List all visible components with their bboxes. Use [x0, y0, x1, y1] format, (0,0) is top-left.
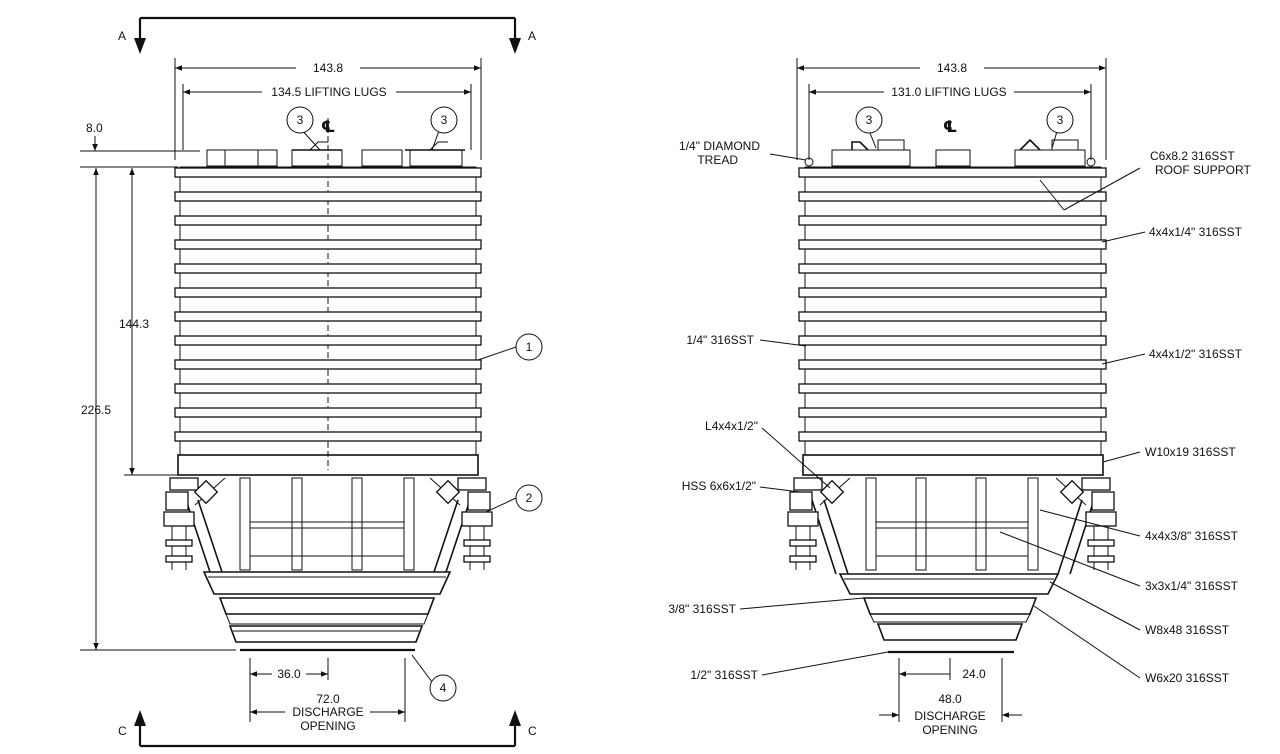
label-angle: L4x4x1/2": [705, 419, 758, 433]
callout-bubble-3b: [430, 106, 458, 134]
stiffener-band: [798, 383, 1107, 394]
label-ring-beam-lower: W6x20 316SST: [1145, 671, 1230, 685]
left-centerline-symbol: ℄: [321, 119, 335, 136]
stiffener-band: [174, 407, 482, 418]
left-top-offset-label: 8.0: [86, 121, 103, 135]
left-body-height-label: 144.3: [119, 317, 149, 331]
left-half-opening-label: 36.0: [277, 667, 301, 681]
right-bracket-detail: [787, 477, 1117, 570]
section-line-bottom: [134, 710, 521, 748]
label-beam: W10x19 316SST: [1145, 445, 1236, 459]
callout-right-3b-label: 3: [1057, 113, 1064, 127]
callout-1-label: 1: [526, 340, 533, 354]
stiffener-band: [174, 335, 482, 346]
label-cone-plate: 3/8" 316SST: [668, 602, 736, 616]
label-tube-upper: 4x4x1/4" 316SST: [1149, 225, 1243, 239]
callout-3a-label: 3: [297, 113, 304, 127]
stiffener-band: [798, 167, 1107, 178]
left-view: [80, 58, 517, 722]
callout-bubble-3a: [286, 106, 314, 134]
stiffener-band: [174, 383, 482, 394]
stiffener-band: [174, 287, 482, 298]
label-diamond-tread-2: TREAD: [697, 153, 738, 167]
section-mark-a-left: A: [118, 29, 126, 43]
callout-bubble-right-3b: [1046, 106, 1074, 134]
right-discharge-line-2: DISCHARGE: [914, 709, 985, 723]
section-line-top: [134, 16, 521, 54]
right-view: [739, 58, 1146, 722]
label-shell-plate: 1/4" 316SST: [686, 333, 754, 347]
stiffener-band: [798, 311, 1107, 322]
label-bottom-plate: 1/2" 316SST: [690, 668, 758, 682]
label-roof-support-2: ROOF SUPPORT: [1155, 163, 1251, 177]
right-discharge-line-1: 48.0: [938, 692, 962, 706]
callout-bubble-right-3a: [855, 106, 883, 134]
left-discharge-line-3: OPENING: [300, 719, 355, 733]
right-hopper: [838, 573, 1060, 654]
stiffener-band: [174, 431, 482, 442]
callout-3b-label: 3: [441, 113, 448, 127]
stiffener-band: [174, 311, 482, 322]
left-discharge-line-1: 72.0: [316, 692, 340, 706]
left-bracket-detail: [163, 477, 493, 570]
stiffener-band: [798, 191, 1107, 202]
stiffener-band: [174, 263, 482, 274]
section-mark-c-left: C: [118, 724, 127, 738]
stiffener-band: [174, 359, 482, 370]
stiffener-band: [174, 191, 482, 202]
left-overall-width-label: 143.8: [313, 61, 343, 75]
left-hopper: [202, 571, 452, 652]
left-total-height-label: 226.5: [81, 403, 111, 417]
stiffener-band: [174, 215, 482, 226]
callout-bubble-2: [515, 484, 543, 512]
stiffener-band: [174, 239, 482, 250]
stiffener-band: [174, 167, 482, 178]
right-half-opening-label: 24.0: [962, 667, 986, 681]
callout-2-label: 2: [526, 491, 533, 505]
left-stiffener-bands: [174, 167, 482, 442]
stiffener-band: [798, 335, 1107, 346]
right-stiffener-bands: [798, 167, 1107, 442]
stiffener-band: [798, 287, 1107, 298]
label-hss: HSS 6x6x1/2": [682, 479, 756, 493]
stiffener-band: [798, 431, 1107, 442]
label-tube-brace: 4x4x3/8" 316SST: [1145, 529, 1239, 543]
stiffener-band: [798, 263, 1107, 274]
right-columns: [865, 477, 1039, 571]
right-discharge-line-3: OPENING: [922, 723, 977, 737]
label-diamond-tread-1: 1/4" DIAMOND: [679, 139, 760, 153]
section-mark-c-right: C: [528, 724, 537, 738]
label-tube-small: 3x3x1/4" 316SST: [1145, 579, 1239, 593]
stiffener-band: [798, 359, 1107, 370]
callout-right-3a-label: 3: [866, 113, 873, 127]
right-overall-width-label: 143.8: [937, 61, 967, 75]
stiffener-band: [798, 215, 1107, 226]
callout-bubble-4: [429, 674, 457, 702]
stiffener-band: [798, 407, 1107, 418]
label-ring-beam: W8x48 316SST: [1145, 623, 1230, 637]
left-columns: [239, 477, 415, 571]
left-discharge-line-2: DISCHARGE: [292, 705, 363, 719]
section-mark-a-right: A: [528, 29, 536, 43]
right-centerline-symbol: ℄: [943, 119, 957, 136]
callout-bubble-1: [515, 333, 543, 361]
label-tube-lower: 4x4x1/2" 316SST: [1149, 347, 1243, 361]
right-lifting-lugs-label: 131.0 LIFTING LUGS: [891, 85, 1006, 99]
stiffener-band: [798, 239, 1107, 250]
left-lifting-lugs-label: 134.5 LIFTING LUGS: [271, 85, 386, 99]
label-roof-support-1: C6x8.2 316SST: [1150, 149, 1235, 163]
callout-4-label: 4: [440, 681, 447, 695]
